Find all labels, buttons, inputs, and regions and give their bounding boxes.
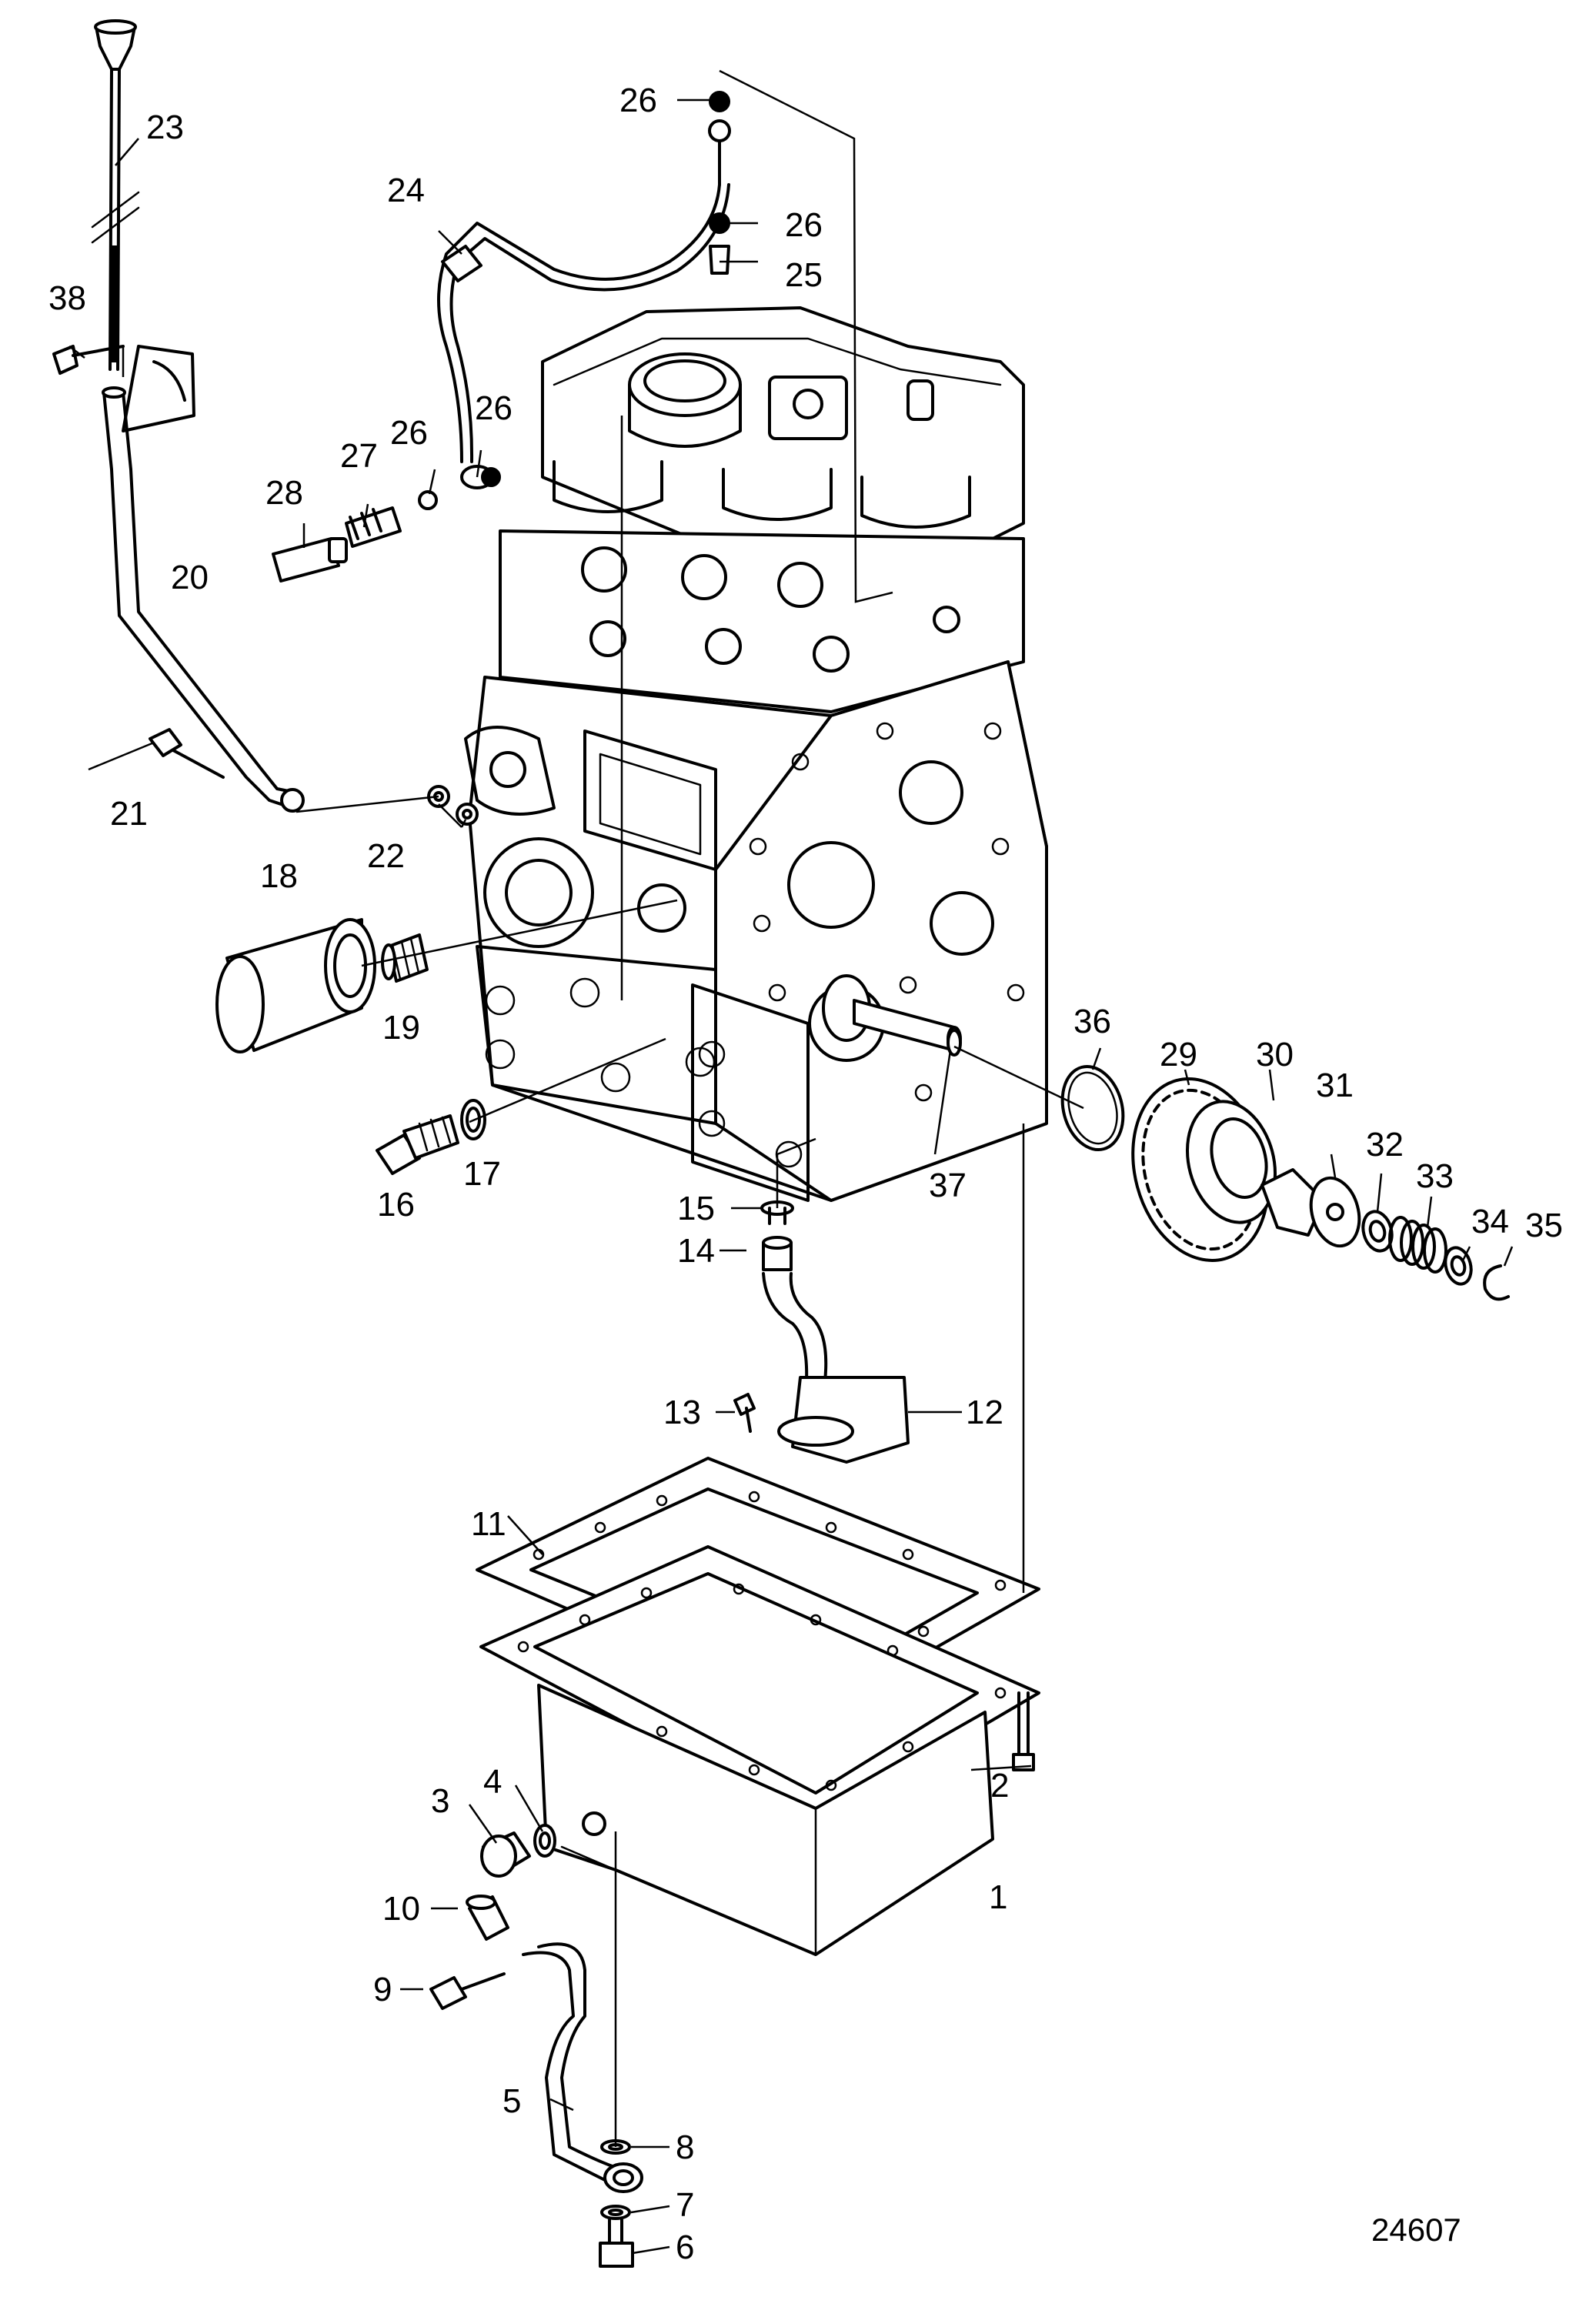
part-label-19: 19 xyxy=(382,1009,420,1047)
leader-lines xyxy=(68,98,1514,2255)
part-label-24: 24 xyxy=(387,172,425,209)
part-label-2: 2 xyxy=(990,1767,1009,1805)
part-label-37: 37 xyxy=(929,1167,967,1204)
part-label-34: 34 xyxy=(1471,1203,1509,1240)
part-label-23: 23 xyxy=(146,109,184,146)
dipstick-assembly xyxy=(52,19,305,813)
part-label-27: 27 xyxy=(340,437,378,475)
part-label-26-top: 26 xyxy=(619,82,657,119)
part-label-35: 35 xyxy=(1525,1207,1563,1244)
part-label-4: 4 xyxy=(483,1763,502,1801)
part-label-26-middle: 26 xyxy=(785,206,823,244)
engine-block xyxy=(464,306,1048,1202)
part-label-33: 33 xyxy=(1416,1157,1454,1195)
assembly-lines xyxy=(295,69,1084,2147)
part-label-20: 20 xyxy=(171,559,209,596)
part-label-26-right: 26 xyxy=(475,389,513,427)
part-label-36: 36 xyxy=(1073,1003,1111,1040)
part-label-31: 31 xyxy=(1316,1067,1354,1104)
part-label-38: 38 xyxy=(48,279,86,317)
part-label-13: 13 xyxy=(663,1394,701,1431)
part-label-12: 12 xyxy=(966,1394,1003,1431)
part-label-8: 8 xyxy=(676,2128,694,2166)
part-label-17: 17 xyxy=(463,1155,501,1193)
part-label-14: 14 xyxy=(677,1232,715,1270)
part-label-6: 6 xyxy=(676,2229,694,2266)
part-label-29: 29 xyxy=(1160,1036,1197,1073)
part-label-10: 10 xyxy=(382,1890,420,1928)
oil-suction-assembly xyxy=(733,1200,910,1464)
part-label-9: 9 xyxy=(373,1971,392,2008)
part-label-16: 16 xyxy=(377,1186,415,1224)
oil-filter-assembly xyxy=(215,785,486,1175)
part-label-5: 5 xyxy=(503,2082,521,2120)
part-label-15: 15 xyxy=(677,1190,715,1227)
part-label-3: 3 xyxy=(431,1782,449,1820)
oil-pan xyxy=(479,1545,1040,1956)
part-label-32: 32 xyxy=(1366,1126,1404,1164)
part-label-25: 25 xyxy=(785,256,823,294)
part-label-28: 28 xyxy=(265,474,303,512)
drawing-number: 24607 xyxy=(1371,2212,1461,2248)
oil-pump-assembly xyxy=(947,1029,1510,1301)
part-label-21: 21 xyxy=(110,795,148,833)
part-labels: 2 1 3 4 5 6 7 8 9 10 11 12 13 14 15 16 1… xyxy=(48,82,1563,2266)
part-label-7: 7 xyxy=(676,2186,694,2224)
part-label-1: 1 xyxy=(989,1878,1007,1916)
part-label-30: 30 xyxy=(1256,1036,1294,1073)
oil-pipe-assembly xyxy=(272,91,731,583)
part-label-18: 18 xyxy=(260,857,298,895)
part-label-26-left: 26 xyxy=(390,414,428,452)
part-label-11: 11 xyxy=(471,1505,506,1543)
part-label-22: 22 xyxy=(367,837,405,875)
